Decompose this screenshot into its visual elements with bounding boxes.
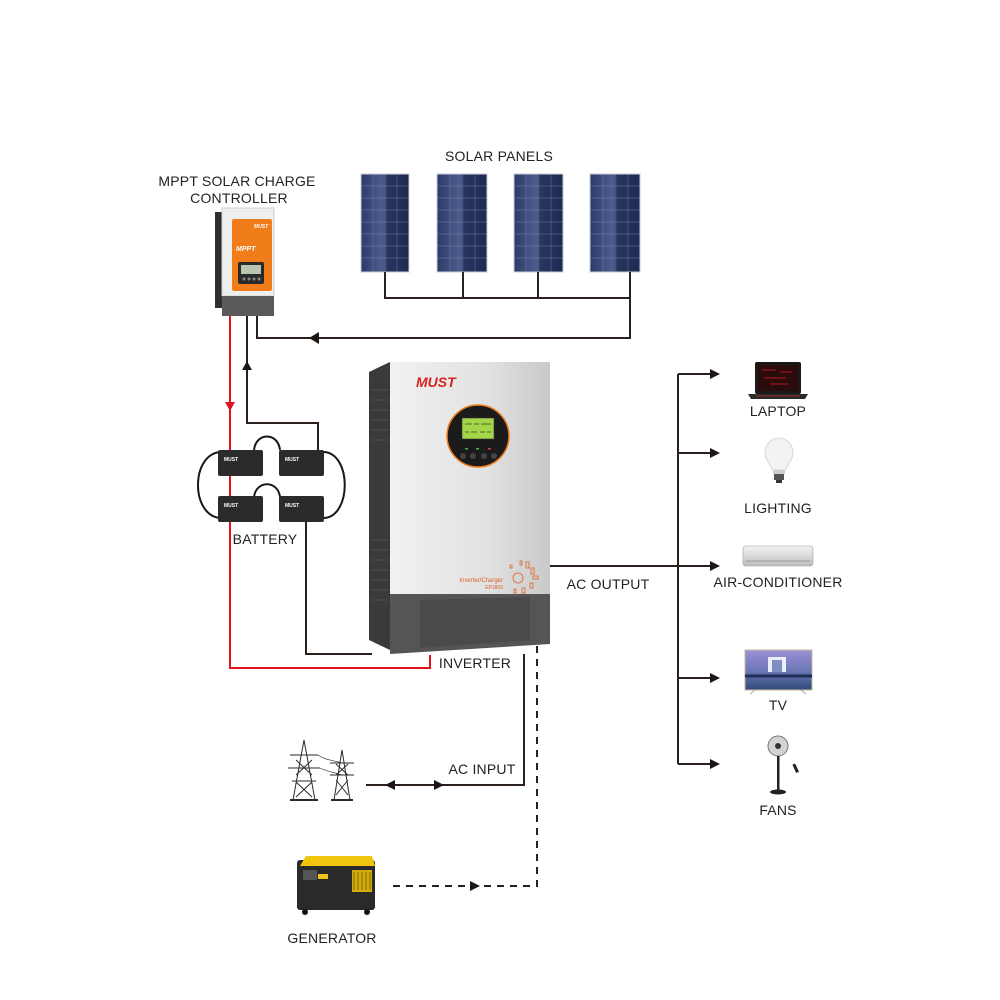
mppt-label-line2: CONTROLLER [190,190,288,206]
svg-text:MUST: MUST [224,457,238,463]
battery-icon: MUST [218,450,263,476]
ac-input-wiring [366,654,525,786]
controller-model: MPPT [236,246,256,253]
ac-output-wiring [550,369,720,769]
arrow-left-icon [385,780,395,790]
load-label-laptop: LAPTOP [749,403,807,419]
ac-input-label: AC INPUT [448,761,516,777]
tv-icon [744,649,813,695]
generator-wire [390,646,538,887]
load-label-fans: FANS [759,802,797,818]
svg-text:MUST: MUST [224,503,238,509]
inverter-device: MUST Inverter/Charger EP1800 [369,362,550,654]
arrow-down-icon [225,402,235,411]
air-conditioner-icon [742,545,814,567]
inverter-brand: MUST [416,374,457,390]
mppt-controller-device: MUST MPPT [215,207,275,316]
generator-label: GENERATOR [287,930,377,946]
positive-wire [229,316,431,669]
solar-panel-icon [513,173,564,273]
arrow-icon [309,332,319,344]
fan-icon [767,735,799,795]
battery-icon: MUST [279,496,324,522]
load-label-lighting: LIGHTING [744,500,812,516]
control-button[interactable] [491,453,497,459]
laptop-icon [748,362,808,399]
inverter-label: INVERTER [438,655,512,671]
battery-bank: MUST MUST MUST MUST [197,435,346,522]
inverter-model-line1: Inverter/Charger [459,578,503,584]
load-label-air-conditioner: AIR-CONDITIONER [713,574,843,590]
solar-panels-label: SOLAR PANELS [445,148,553,164]
lcd-display [461,417,495,440]
mppt-label-line1: MPPT SOLAR CHARGE [158,173,316,189]
svg-text:MUST: MUST [285,503,299,509]
sun-logo-icon [509,560,539,594]
solar-panel-wiring [256,272,631,339]
inverter-model-line2: EP1800 [485,585,503,591]
battery-to-inverter-wire [305,522,372,655]
arrow-right-icon [434,780,444,790]
battery-label: BATTERY [232,531,298,547]
battery-icon: MUST [218,496,263,522]
arrow-right-icon [470,881,480,891]
arrow-up-icon [242,361,252,370]
control-button[interactable] [460,453,466,459]
solar-panel-array [360,173,641,273]
control-button[interactable] [481,453,487,459]
battery-icon: MUST [279,450,324,476]
svg-text:MUST: MUST [285,457,299,463]
control-button[interactable] [470,453,476,459]
generator-icon [297,856,375,915]
load-label-tv: TV [768,697,788,713]
power-pylon-icon [288,739,354,801]
light-bulb-icon [764,437,794,483]
controller-brand: MUST [254,224,269,230]
ac-output-label: AC OUTPUT [566,576,650,592]
